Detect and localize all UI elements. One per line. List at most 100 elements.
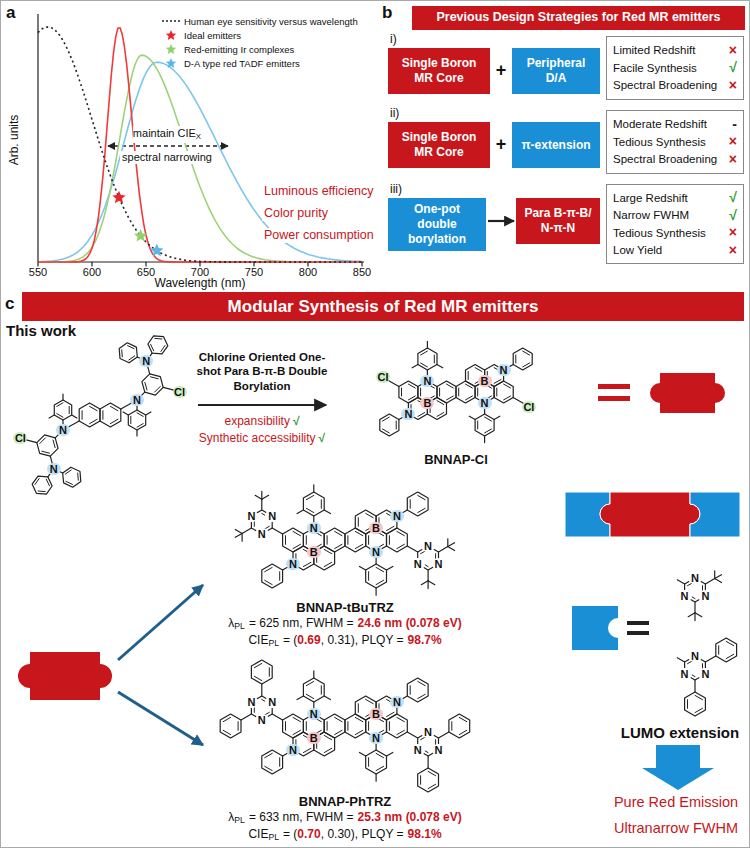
methyl-line — [297, 510, 303, 514]
conclusion-text: Ultranarrow FWHM — [614, 820, 738, 837]
ring — [303, 492, 324, 516]
ring — [366, 750, 387, 774]
double-bond — [447, 384, 454, 388]
plus-sign: + — [496, 134, 507, 156]
double-bond — [418, 681, 426, 685]
double-bond — [128, 346, 135, 349]
bond-line — [242, 528, 251, 533]
double-bond — [459, 730, 467, 734]
double-bond — [90, 406, 98, 410]
ring — [119, 343, 137, 363]
double-bond — [57, 403, 63, 407]
ring — [79, 403, 100, 427]
atom-label: Cl — [173, 386, 187, 398]
box-text: Previous Design Strategies for Red MR em… — [436, 10, 720, 26]
atom-label: N — [432, 744, 446, 756]
atom-label: N — [56, 424, 70, 436]
double-bond — [265, 580, 273, 584]
outcome-row: Spectral Broadening× — [613, 151, 737, 169]
bond-line — [694, 680, 695, 692]
double-bond — [434, 355, 435, 363]
atom-label: N — [478, 397, 492, 409]
ring — [54, 400, 71, 420]
ring — [148, 336, 168, 354]
double-bond — [410, 686, 411, 695]
methyl-line — [469, 416, 475, 419]
ring — [251, 660, 272, 684]
double-bond — [397, 531, 405, 535]
subscript: PL — [234, 621, 245, 631]
legend-entry: D-A type red TADF emitters — [160, 56, 358, 70]
double-bond — [355, 730, 363, 734]
atom-label: N — [307, 708, 321, 720]
atom-label: N — [369, 732, 383, 744]
methyl-line — [376, 588, 377, 595]
legend-entry: Red-emitting Ir complexes — [160, 42, 358, 56]
atom-label: Cl — [522, 401, 536, 413]
ring — [63, 467, 81, 487]
property-text: = 625 nm, FWHM = — [249, 616, 354, 630]
tbu-line — [695, 613, 702, 617]
atom-label: B — [307, 546, 321, 558]
bond-line — [261, 499, 262, 510]
atom-label: N — [432, 558, 446, 570]
double-bond — [475, 368, 482, 372]
ring — [303, 678, 324, 702]
outcome-text: Low Yield — [613, 243, 662, 257]
double-bond — [477, 388, 478, 396]
box-text: π-extension — [521, 138, 590, 153]
ring — [418, 348, 437, 370]
tick-label: 650 — [137, 266, 155, 279]
double-bond — [401, 388, 402, 396]
methyl-line — [146, 412, 151, 415]
atom-label: N — [369, 546, 383, 558]
double-bond — [77, 473, 79, 480]
double-bond — [358, 518, 359, 527]
double-bond — [130, 416, 131, 423]
double-bond — [477, 421, 478, 429]
annotation-text: LUMO extension — [621, 724, 739, 742]
tbu-line — [235, 530, 242, 534]
outcome-row: Large Redshift√ — [613, 189, 737, 207]
double-bond — [389, 722, 390, 731]
atom-label: B — [369, 522, 383, 534]
atom-label: B — [420, 397, 434, 409]
ring — [100, 403, 121, 427]
double-bond — [238, 722, 239, 731]
double-bond — [324, 562, 332, 566]
double-bond — [376, 753, 384, 757]
double-bond — [129, 356, 135, 360]
double-bond — [66, 481, 73, 484]
double-bond — [458, 388, 459, 396]
double-bond — [376, 580, 384, 584]
outcome-row: Facile Synthesis√ — [613, 59, 737, 77]
double-bond — [57, 414, 63, 418]
ring — [32, 476, 52, 494]
tbu-line — [242, 533, 243, 541]
double-bond — [368, 572, 369, 581]
status-mark: √ — [729, 207, 737, 225]
double-bond — [347, 536, 348, 545]
double-bond — [303, 748, 311, 752]
box-text: Modular Synthesis of Red MR emitters — [228, 296, 539, 317]
bond-line — [677, 658, 684, 662]
tbu-line — [715, 575, 722, 579]
text-line: λPL= 633 nm, FWHM =25.3 nm (0.078 eV) — [228, 810, 461, 827]
y-axis — [37, 14, 38, 262]
tbu-line — [447, 539, 448, 547]
legend-sample — [160, 43, 184, 55]
compound-name: BNNAP-Cl — [424, 452, 488, 468]
bond-line — [705, 579, 714, 584]
double-bond — [726, 654, 734, 658]
property-value: 25.3 nm (0.078 eV) — [358, 810, 462, 824]
ring — [220, 714, 241, 738]
double-bond — [368, 758, 369, 767]
check-mark: √ — [319, 431, 326, 445]
double-bond — [223, 717, 230, 721]
tbu-line — [262, 495, 269, 499]
branch-arrow — [118, 585, 203, 660]
ring — [142, 374, 163, 395]
tick-label: 550 — [29, 266, 47, 279]
double-bond — [265, 567, 273, 571]
methyl-line — [376, 774, 377, 781]
